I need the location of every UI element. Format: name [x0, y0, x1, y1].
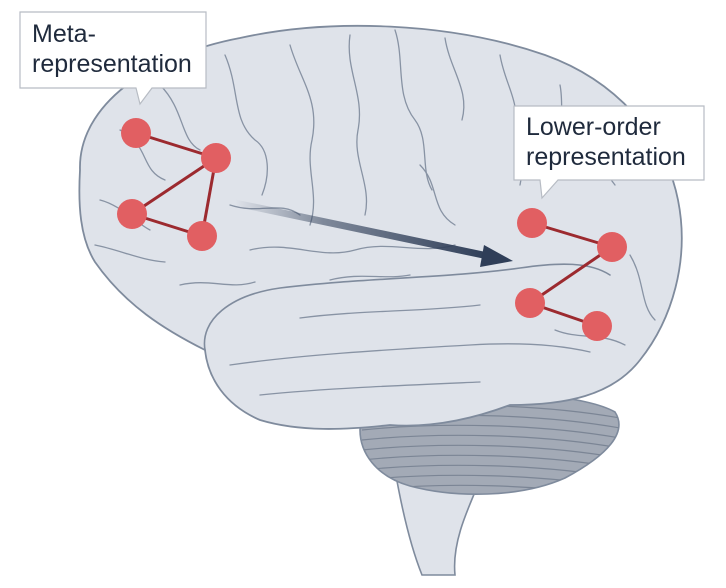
- lower-node: [515, 288, 545, 318]
- lower-order-callout: Lower-order representation: [513, 105, 705, 200]
- lower-label-line1: Lower-order: [526, 113, 661, 141]
- lower-node: [597, 232, 627, 262]
- arrow-icon: [234, 199, 513, 267]
- lower-network-icon: [515, 208, 627, 341]
- meta-node: [121, 118, 151, 148]
- meta-representation-callout: Meta- representation: [19, 11, 207, 106]
- meta-network-icon: [117, 118, 231, 251]
- meta-node: [201, 143, 231, 173]
- lower-label-line2: representation: [526, 143, 686, 171]
- meta-label-line1: Meta-: [32, 20, 96, 48]
- meta-node: [187, 221, 217, 251]
- lower-node: [582, 311, 612, 341]
- meta-node: [117, 199, 147, 229]
- lower-node: [517, 208, 547, 238]
- brainstem: [394, 469, 480, 576]
- meta-label-line2: representation: [32, 50, 192, 78]
